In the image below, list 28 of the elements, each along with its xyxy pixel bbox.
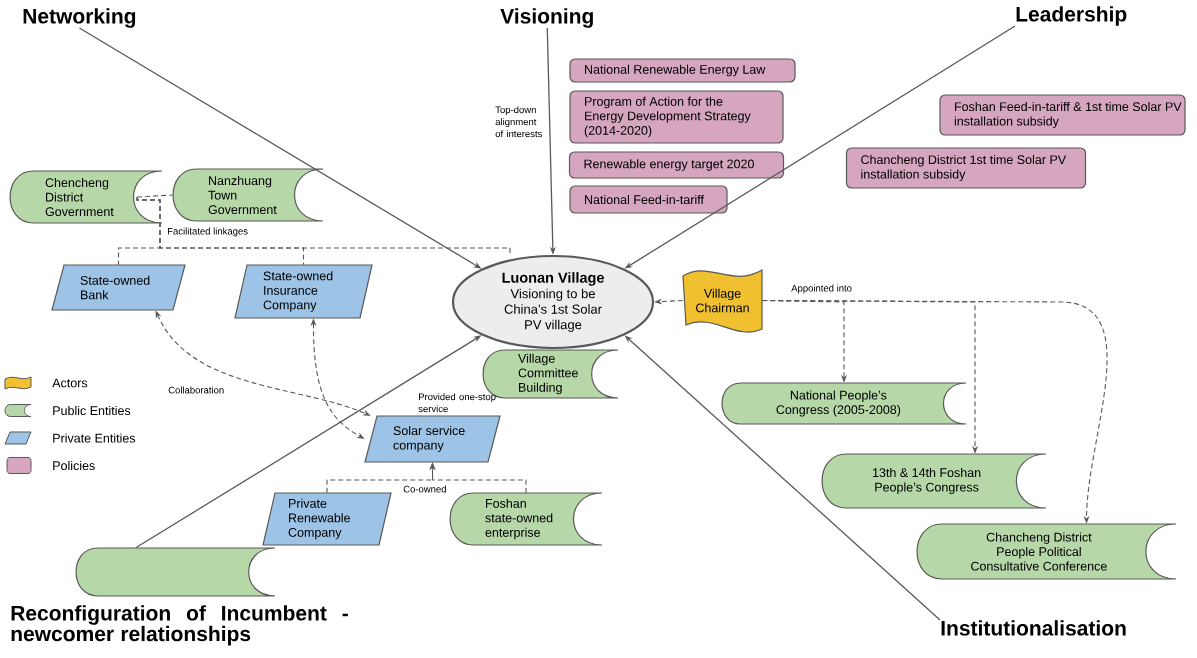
- heading: Leadership: [1016, 6, 1127, 26]
- rounded-box: National Renewable Energy Law: [569, 58, 796, 83]
- rounded-box: Program of Action for the Energy Development Strategy (2014-2020): [569, 90, 784, 144]
- ellipse-node: Luonan Village Visioning to be China’s 1st Solar PV village: [451, 254, 655, 350]
- parallelogram-box: Solar service company: [364, 415, 501, 463]
- edge-label: Top-down alignment of interests: [494, 105, 549, 139]
- edge-label: Collaboration: [167, 385, 226, 395]
- connector-line: [136, 196, 511, 256]
- storage-shape: [75, 547, 276, 597]
- rounded-box: Chancheng District 1st time Solar PV installation subsidy: [845, 147, 1087, 189]
- edge-label: Co-owned: [402, 484, 448, 494]
- legend-label: Policies: [53, 460, 95, 471]
- heading: Reconfiguration of Incumbent - newcomer relationships: [11, 605, 348, 646]
- parallelogram-box: State-owned Insurance Company: [234, 264, 373, 319]
- edge-label: Appointed into: [790, 283, 853, 295]
- connector-line: [136, 194, 174, 198]
- legend-label: Public Entities: [53, 405, 131, 416]
- edge-label: Facilitated linkages: [166, 226, 249, 238]
- legend-label: Actors: [52, 378, 88, 388]
- parallelogram-box: State-owned Bank: [51, 264, 186, 311]
- rounded-box: National Feed-in-tariff: [569, 185, 728, 214]
- heading: Visioning: [500, 8, 593, 28]
- heading: Networking: [23, 8, 136, 28]
- heading: Institutionalisation: [941, 620, 1126, 636]
- legend-label: Private Entities: [53, 433, 136, 443]
- rounded-box: Renewable energy target 2020: [568, 151, 785, 179]
- rounded-box: Foshan Feed-in-tariff & 1st time Solar PV installation subsidy: [939, 94, 1186, 136]
- parallelogram-box: Private Renewable Company: [262, 492, 392, 546]
